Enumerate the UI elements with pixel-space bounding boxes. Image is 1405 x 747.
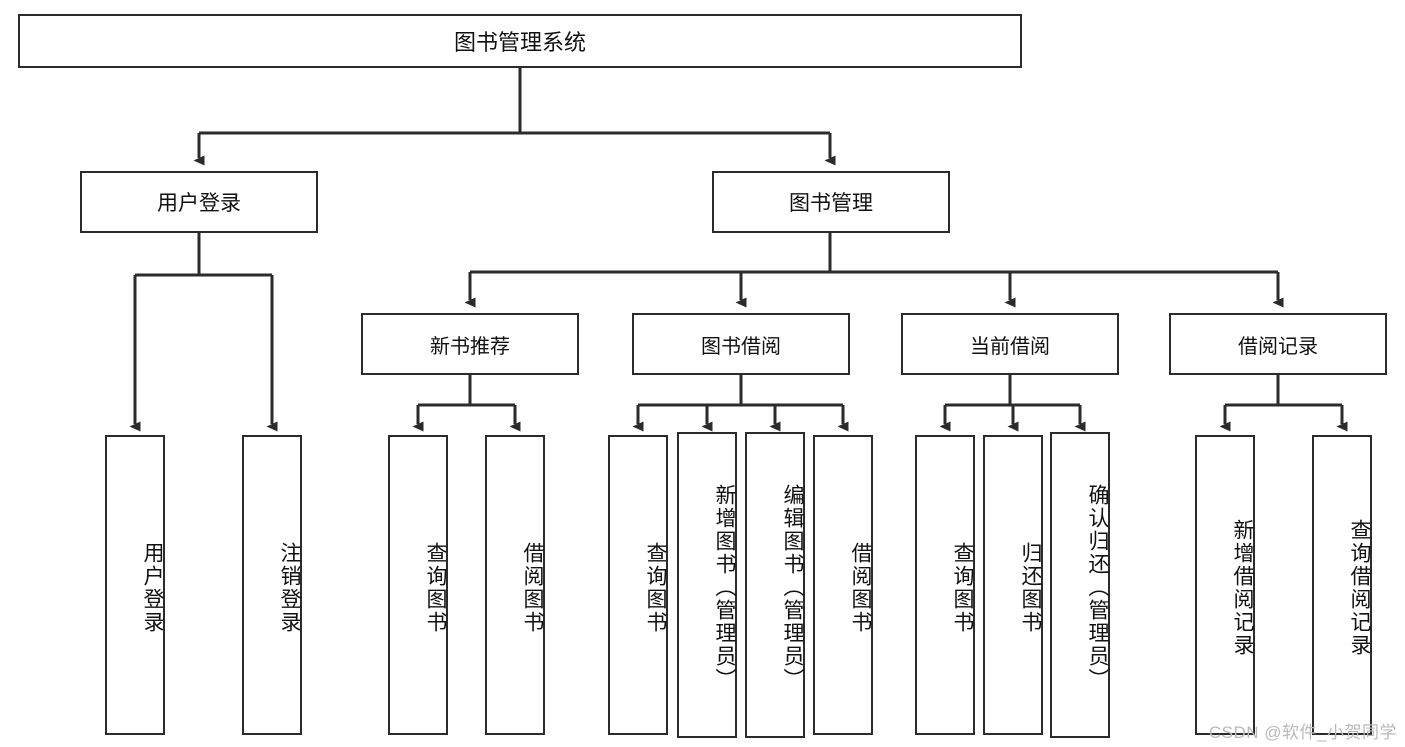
node-leaf-query-book-2[interactable]: 查询图书 <box>608 435 668 735</box>
node-leaf-query-book-2-label: 查询图书 <box>644 542 667 634</box>
node-leaf-edit-book-admin[interactable]: 编辑图书（管理员） <box>745 432 805 738</box>
node-leaf-query-book-1[interactable]: 查询图书 <box>388 435 448 735</box>
node-leaf-query-book-1-label: 查询图书 <box>424 542 447 634</box>
node-user-login-label: 用户登录 <box>157 192 241 215</box>
node-new-book-recommend[interactable]: 新书推荐 <box>361 313 579 375</box>
node-leaf-return-book[interactable]: 归还图书 <box>983 435 1043 735</box>
node-leaf-borrow-book-1[interactable]: 借阅图书 <box>485 435 545 735</box>
node-leaf-query-book-3[interactable]: 查询图书 <box>915 435 975 735</box>
node-borrow-record[interactable]: 借阅记录 <box>1169 313 1387 375</box>
node-leaf-edit-book-admin-label: 编辑图书（管理员） <box>781 483 804 691</box>
node-leaf-add-borrow-record[interactable]: 新增借阅记录 <box>1195 435 1255 735</box>
node-leaf-borrow-book-2[interactable]: 借阅图书 <box>813 435 873 735</box>
node-leaf-query-borrow-record-label: 查询借阅记录 <box>1348 519 1371 657</box>
node-leaf-query-borrow-record[interactable]: 查询借阅记录 <box>1312 435 1372 735</box>
node-root-label: 图书管理系统 <box>453 30 586 55</box>
node-leaf-query-book-3-label: 查询图书 <box>951 542 974 634</box>
node-borrow-record-label: 借阅记录 <box>1238 335 1318 358</box>
node-current-borrow-label: 当前借阅 <box>970 335 1050 358</box>
watermark-text: CSDN @软件_小贺同学 <box>1208 723 1397 742</box>
node-book-borrow[interactable]: 图书借阅 <box>632 313 850 375</box>
node-current-borrow[interactable]: 当前借阅 <box>901 313 1119 375</box>
node-new-book-recommend-label: 新书推荐 <box>430 335 510 358</box>
node-user-login[interactable]: 用户登录 <box>80 171 318 233</box>
node-leaf-logout-login[interactable]: 注销登录 <box>242 435 302 735</box>
node-leaf-add-book-admin[interactable]: 新增图书（管理员） <box>677 432 737 738</box>
node-leaf-return-book-label: 归还图书 <box>1019 542 1042 634</box>
node-leaf-user-login-label: 用户登录 <box>141 542 164 634</box>
node-leaf-confirm-return-admin[interactable]: 确认归还（管理员） <box>1050 432 1110 738</box>
node-leaf-confirm-return-admin-label: 确认归还（管理员） <box>1086 483 1109 691</box>
node-root-system[interactable]: 图书管理系统 <box>18 14 1022 68</box>
node-leaf-add-book-admin-label: 新增图书（管理员） <box>713 483 736 691</box>
node-book-management[interactable]: 图书管理 <box>712 171 950 233</box>
node-book-management-label: 图书管理 <box>789 192 873 215</box>
node-leaf-add-borrow-record-label: 新增借阅记录 <box>1231 519 1254 657</box>
node-book-borrow-label: 图书借阅 <box>701 335 781 358</box>
node-leaf-borrow-book-2-label: 借阅图书 <box>849 542 872 634</box>
node-leaf-logout-login-label: 注销登录 <box>278 542 301 634</box>
node-leaf-user-login[interactable]: 用户登录 <box>105 435 165 735</box>
node-leaf-borrow-book-1-label: 借阅图书 <box>521 542 544 634</box>
